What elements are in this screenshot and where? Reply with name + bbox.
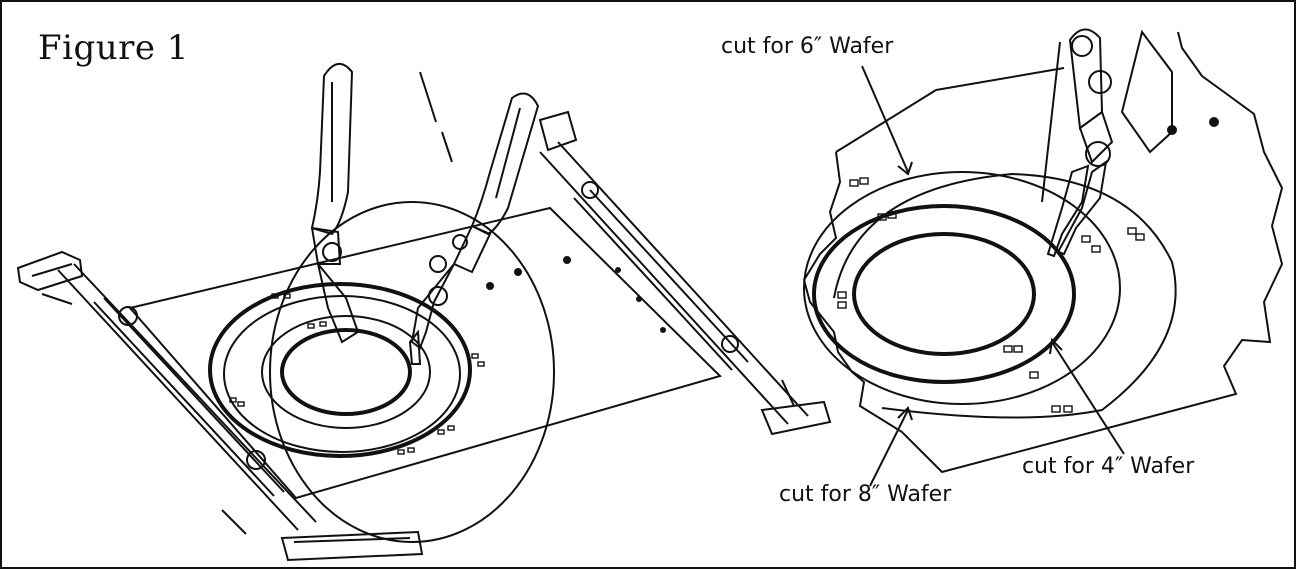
ring-tabs-left — [229, 293, 485, 455]
right-rail-bar — [538, 110, 832, 436]
callout-8-inch-wafer: cut for 8″ Wafer — [779, 482, 952, 507]
callout-arrows — [861, 65, 1125, 487]
cut-rings-left — [208, 201, 555, 543]
left-assembly — [16, 63, 832, 562]
tin-snips-right — [1041, 28, 1173, 258]
left-rail-bar — [16, 250, 424, 562]
figure-title: Figure 1 — [38, 28, 189, 68]
tin-snips-left — [310, 63, 540, 365]
cut-rings-right — [803, 171, 1177, 419]
callout-4-inch-wafer: cut for 4″ Wafer — [1022, 454, 1195, 479]
callout-6-inch-wafer: cut for 6″ Wafer — [721, 34, 894, 59]
base-plate — [128, 206, 722, 500]
right-detail — [802, 28, 1284, 487]
ring-tabs-right — [837, 177, 1145, 413]
